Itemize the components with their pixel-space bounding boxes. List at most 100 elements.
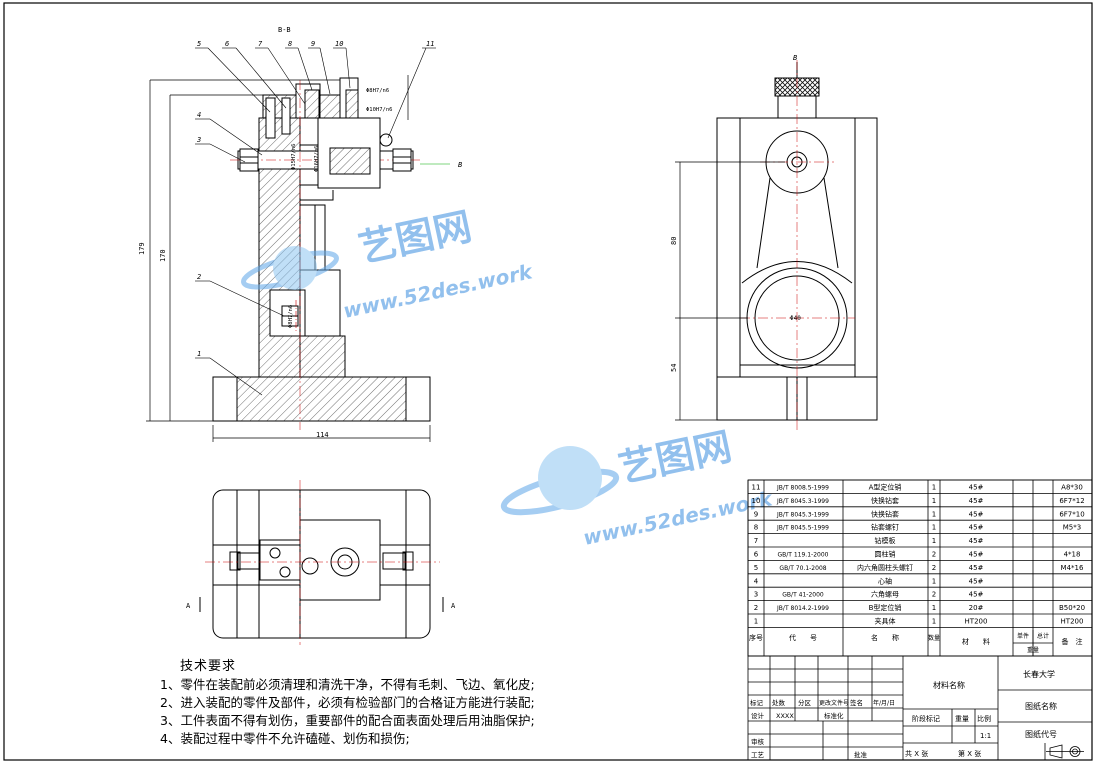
tb-scale: 比例: [977, 714, 991, 723]
bom-header-note: 备 注: [1062, 637, 1083, 646]
bom-row-no: 11: [752, 484, 761, 492]
bom-row-material: 45#: [969, 497, 984, 505]
bom-row-note: B50*20: [1059, 604, 1085, 612]
balloon-9: 9: [311, 40, 315, 48]
top-view: [199, 480, 444, 645]
bom-row-material: 45#: [969, 591, 984, 599]
dim-base-width: 114: [316, 431, 329, 439]
section-label: B-B: [278, 26, 291, 34]
bom-row-no: 1: [754, 618, 758, 626]
tech-title: 技术要求: [180, 659, 237, 674]
bom-row-material: 20#: [969, 604, 984, 612]
bom-row-no: 7: [754, 537, 758, 545]
technical-requirements: 技术要求 1、零件在装配前必须清理和清洗干净，不得有毛刺、飞边、氧化皮; 2、进…: [160, 655, 630, 748]
bom-header-name: 名 称: [871, 633, 899, 642]
tb-approve: 批准: [854, 750, 868, 759]
bom-row-qty: 1: [932, 524, 936, 532]
bom-row-note: 6F7*10: [1059, 510, 1084, 518]
sheet-border: [3, 2, 1093, 761]
bom-row-name: 快换钻套: [871, 496, 899, 505]
bom-row-code: GB/T 70.1-2008: [779, 565, 826, 572]
tb-mark: 标记: [750, 698, 764, 707]
tb-review: 审核: [751, 737, 765, 746]
bom-row-name: A型定位销: [869, 483, 902, 492]
bom-row-material: HT200: [965, 618, 988, 626]
bom-row-qty: 2: [932, 564, 936, 572]
tb-drawing-code: 图纸代号: [1025, 729, 1057, 739]
dim-fit-c: Φ15H7/n6: [291, 144, 297, 171]
bom-row-name: 钻模板: [875, 536, 896, 545]
projection-symbol-icon: [1046, 744, 1084, 759]
balloon-1: 1: [197, 350, 201, 358]
section-a-left: A: [186, 602, 191, 610]
tb-design: 设计: [751, 711, 765, 720]
tb-sign: 签名: [850, 698, 863, 707]
bom-row-no: 4: [754, 577, 759, 585]
tb-total-sheets: 共 X 张: [905, 749, 928, 758]
side-view-dimensions: [675, 161, 785, 421]
dim-bore: Φ40: [790, 315, 801, 322]
tb-material-name: 材料名称: [933, 680, 965, 690]
bom-row-no: 5: [754, 564, 758, 572]
tech-line-1: 1、零件在装配前必须清理和清洗干净，不得有毛刺、飞边、氧化皮;: [160, 677, 535, 692]
balloon-11: 11: [426, 40, 434, 48]
bom-header-unit: 单件: [1017, 632, 1029, 640]
bom-row-qty: 1: [932, 537, 936, 545]
tb-weight: 重量: [955, 715, 969, 723]
bom-header-code: 代 号: [789, 633, 817, 642]
bom-row-name: 六角螺母: [871, 590, 899, 599]
balloon-5: 5: [197, 40, 201, 48]
bom-row-material: 45#: [969, 484, 984, 492]
balloon-8: 8: [288, 40, 292, 48]
section-a-right: A: [451, 602, 456, 610]
tb-drawing-name: 图纸名称: [1025, 701, 1057, 711]
bom-row-name: B型定位销: [869, 603, 902, 612]
bom-row-code: JB/T 8014.2-1999: [776, 605, 829, 612]
bom-row-no: 9: [754, 510, 758, 518]
bom-row-qty: 1: [932, 497, 936, 505]
bom-row-qty: 2: [932, 551, 936, 559]
bom-row-qty: 1: [932, 604, 936, 612]
view-arrow-b-label: B: [458, 161, 462, 169]
balloon-3: 3: [196, 136, 201, 144]
tb-standard: 标准化: [824, 711, 844, 720]
bom-row-name: 内六角圆柱头螺钉: [857, 563, 913, 572]
tb-zone: 分区: [798, 698, 812, 707]
bom-row-note: HT200: [1061, 618, 1084, 626]
bom-row-name: 心轴: [878, 576, 892, 585]
bom-row-no: 6: [754, 551, 759, 559]
bom-header-total: 总计: [1037, 632, 1049, 640]
bom-row-qty: 1: [932, 618, 936, 626]
svg-text:艺图网: 艺图网: [355, 204, 476, 271]
bom-row-qty: 1: [932, 484, 936, 492]
bom-row-material: 45#: [969, 551, 984, 559]
bom-row-name: 圆柱销: [875, 550, 896, 559]
tb-sheet-no: 第 X 张: [958, 749, 981, 758]
balloon-7: 7: [258, 40, 263, 48]
watermark-logo-2: 艺图网 www.52des.work: [500, 424, 776, 550]
dim-fit-d: Φ16H7/n6: [314, 146, 320, 173]
bom-row-material: 45#: [969, 537, 984, 545]
tb-change-doc: 更改文件号: [819, 699, 849, 707]
bom-row-no: 8: [754, 524, 758, 532]
svg-text:www.52des.work: www.52des.work: [581, 486, 776, 550]
bom-row-code: JB/T 8008.5-1999: [776, 485, 829, 492]
tech-line-4: 4、装配过程中零件不允许磕碰、划伤和损伤;: [160, 731, 410, 746]
bom-header-no: 序号: [749, 633, 763, 642]
bom-row-code: JB/T 8045.3-1999: [776, 498, 829, 505]
dim-height-inner: 170: [159, 249, 167, 262]
dim-fit-a: Φ8H7/n6: [366, 88, 389, 94]
bom-row-qty: 1: [932, 510, 936, 518]
bom-row-code: JB/T 8045.5-1999: [776, 525, 829, 532]
tb-scale-value: 1:1: [980, 732, 991, 740]
bom-row-code: GB/T 119.1-2000: [778, 552, 829, 559]
side-view: [716, 60, 878, 430]
balloon-10: 10: [335, 40, 343, 48]
bom-row-code: GB/T 41-2000: [782, 592, 824, 599]
balloon-6: 6: [225, 40, 229, 48]
bom-header-weight: 重量: [1027, 646, 1039, 654]
tb-school: 长春大学: [1023, 669, 1055, 679]
bom-row-material: 45#: [969, 564, 984, 572]
